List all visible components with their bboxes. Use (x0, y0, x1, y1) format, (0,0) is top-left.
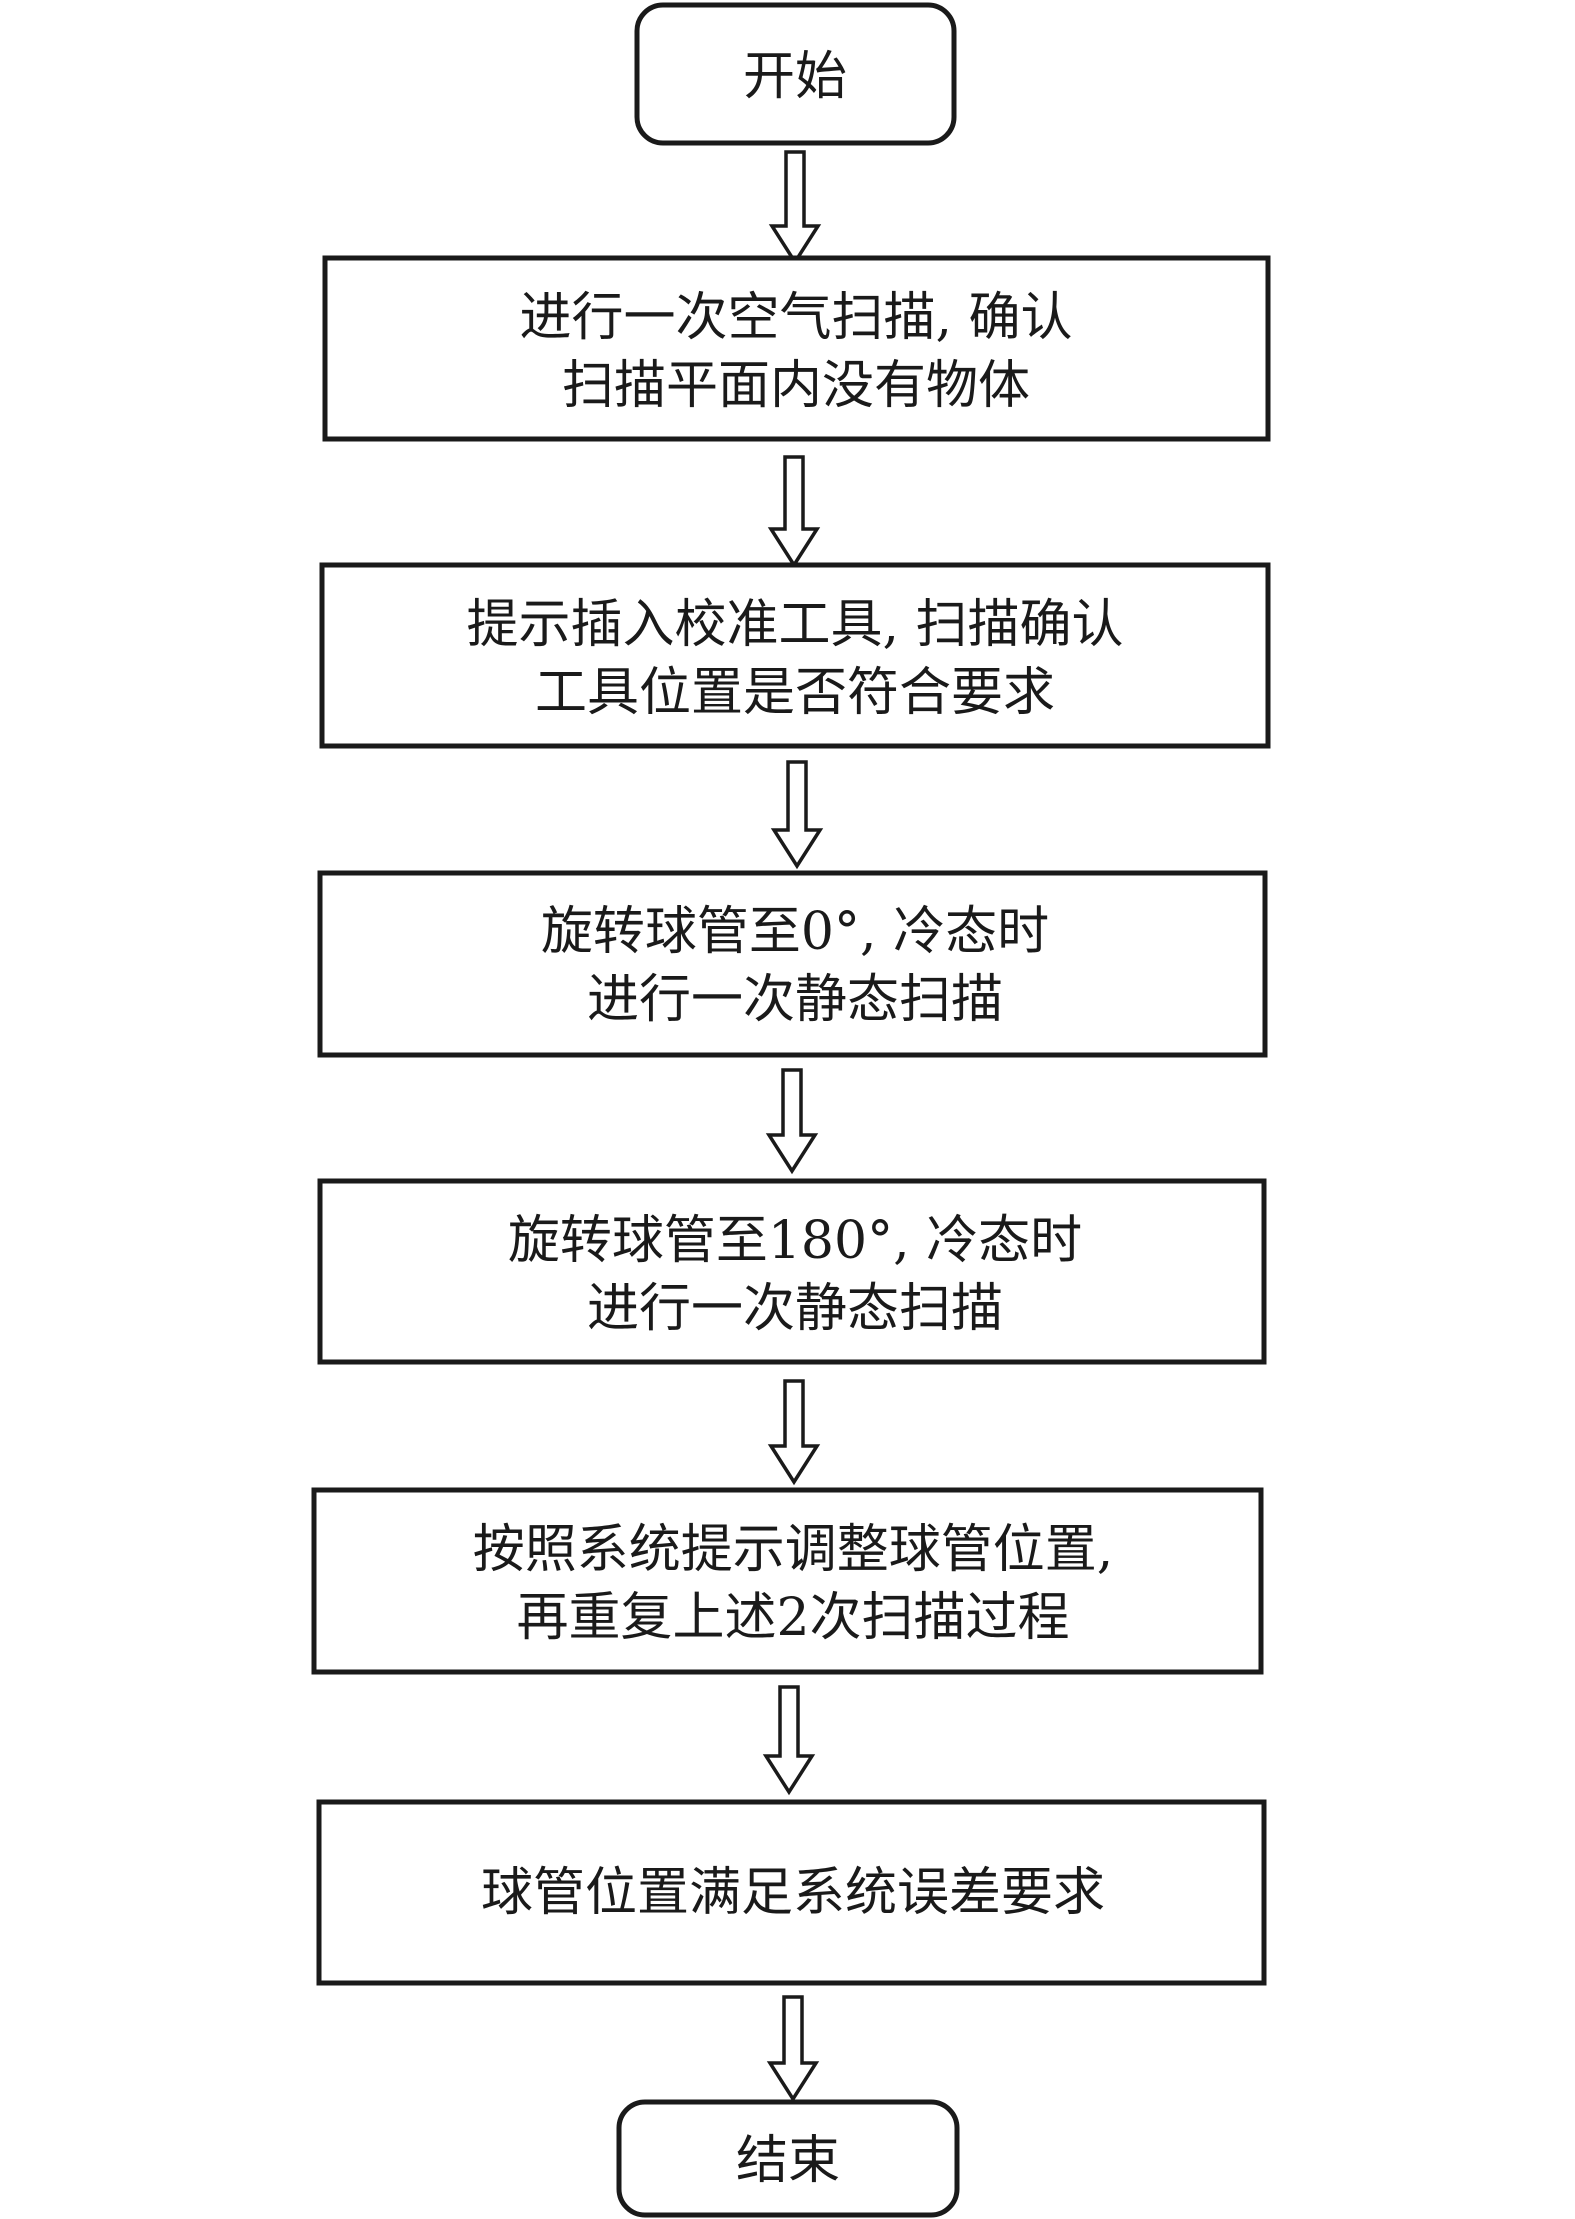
step-node-6: 球管位置满足系统误差要求 (316, 1799, 1267, 1986)
step-node-3-box (317, 870, 1268, 1058)
step-node-5-line-2: 再重复上述2次扫描过程 (516, 1588, 1069, 1648)
flow-arrow-3 (770, 760, 824, 870)
end-node: 结束 (616, 2099, 960, 2218)
step-node-2-box (319, 562, 1271, 749)
step-node-2-line-2: 工具位置是否符合要求 (535, 663, 1055, 723)
flow-arrow-4 (765, 1068, 819, 1175)
step-node-5-box (311, 1487, 1264, 1675)
step-node-3: 旋转球管至0°, 冷态时 进行一次静态扫描 (317, 870, 1268, 1058)
start-node-label: 开始 (743, 47, 847, 107)
step-node-3-line-1: 旋转球管至0°, 冷态时 (541, 902, 1049, 962)
flow-arrow-2 (767, 455, 821, 569)
flow-arrow-6 (762, 1685, 816, 1796)
step-node-5-line-1: 按照系统提示调整球管位置, (473, 1520, 1114, 1580)
step-node-1-line-1: 进行一次空气扫描, 确认 (519, 288, 1072, 348)
step-node-4-line-1: 旋转球管至180°, 冷态时 (508, 1211, 1082, 1271)
flow-arrow-7 (766, 1995, 820, 2103)
step-node-4-box (317, 1178, 1267, 1365)
step-node-1-line-2: 扫描平面内没有物体 (562, 356, 1030, 416)
step-node-1-box (322, 255, 1271, 442)
end-node-label: 结束 (736, 2131, 840, 2191)
start-node-box (634, 2, 957, 146)
step-node-5: 按照系统提示调整球管位置, 再重复上述2次扫描过程 (311, 1487, 1264, 1675)
step-node-1: 进行一次空气扫描, 确认 扫描平面内没有物体 (322, 255, 1271, 442)
step-node-2: 提示插入校准工具, 扫描确认 工具位置是否符合要求 (319, 562, 1271, 749)
flow-arrow-5 (767, 1379, 821, 1486)
flow-arrow-1 (768, 150, 822, 266)
step-node-4-line-2: 进行一次静态扫描 (587, 1279, 1003, 1339)
step-node-6-box (316, 1799, 1267, 1986)
step-node-3-line-2: 进行一次静态扫描 (587, 970, 1003, 1030)
end-node-box (616, 2099, 960, 2218)
step-node-6-line-1: 球管位置满足系统误差要求 (481, 1863, 1105, 1923)
step-node-4: 旋转球管至180°, 冷态时 进行一次静态扫描 (317, 1178, 1267, 1365)
start-node: 开始 (634, 2, 957, 146)
step-node-2-line-1: 提示插入校准工具, 扫描确认 (466, 595, 1123, 655)
